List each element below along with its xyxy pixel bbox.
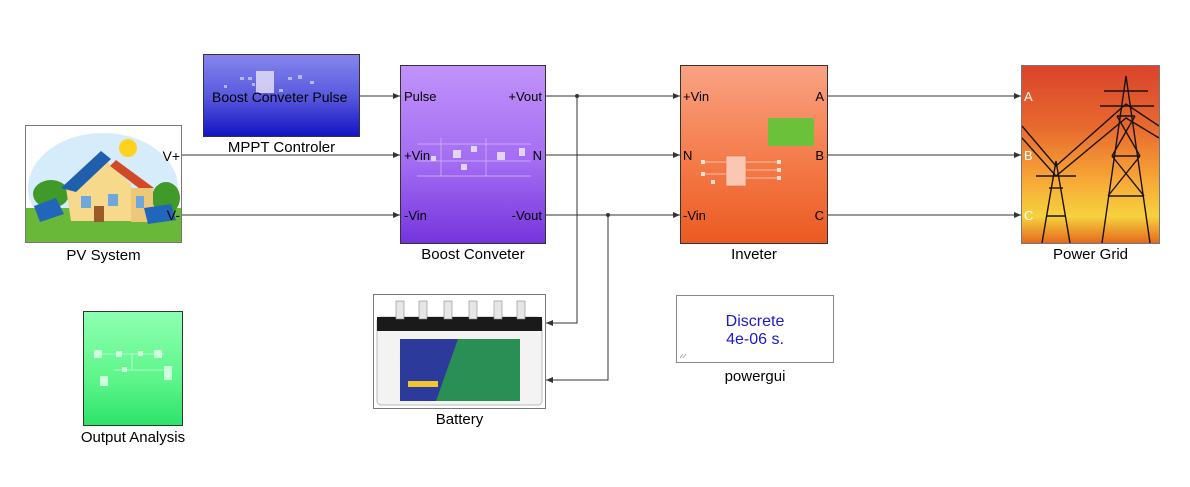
battery-icon: [376, 300, 543, 406]
pv-system-block[interactable]: V+ V-: [25, 125, 182, 243]
inverter-label: Inveter: [731, 246, 777, 263]
boost-port-pulse: Pulse: [404, 89, 437, 104]
mppt-inner-text: Boost Conveter Pulse: [212, 89, 348, 105]
pv-system-label: PV System: [66, 247, 141, 264]
boost-subsystem-preview: [417, 138, 531, 177]
boost-port-vout-pos: +Vout: [508, 89, 542, 104]
power-grid-icon: [1022, 75, 1159, 243]
battery-block[interactable]: [373, 294, 546, 409]
power-grid-block[interactable]: A B C: [1021, 65, 1160, 244]
mppt-subsystem-preview: [224, 71, 314, 93]
grid-port-c: C: [1024, 208, 1034, 223]
battery-label: Battery: [435, 411, 484, 428]
inverter-port-b: B: [815, 148, 824, 163]
inverter-port-c: C: [814, 208, 824, 223]
boost-port-vout-neg: -Vout: [511, 208, 542, 223]
powergui-block[interactable]: Discrete 4e-06 s.: [676, 295, 834, 363]
power-grid-label: Power Grid: [1052, 246, 1129, 263]
inverter-port-vin-pos: +Vin: [683, 89, 710, 104]
boost-port-vin-neg: -Vin: [404, 208, 427, 223]
boost-converter-label: Boost Conveter: [421, 246, 525, 263]
pv-port-vpos: V+: [162, 148, 180, 164]
grid-port-b: B: [1024, 148, 1033, 163]
boost-converter-block[interactable]: Pulse +Vin -Vin +Vout N -Vout: [400, 65, 546, 244]
inverter-block[interactable]: +Vin N -Vin A B C: [680, 65, 828, 244]
link-icon: [679, 353, 687, 359]
inverter-port-a: A: [815, 89, 824, 104]
mppt-controller-block[interactable]: Boost Conveter Pulse: [203, 54, 360, 137]
grid-port-a: A: [1024, 89, 1033, 104]
pv-port-vneg: V-: [166, 207, 180, 223]
inverter-port-n: N: [683, 148, 693, 163]
inverter-subsystem-preview: [701, 118, 814, 187]
inverter-port-vin-neg: -Vin: [683, 208, 706, 223]
output-analysis-block[interactable]: [83, 311, 183, 426]
powergui-line1: Discrete: [725, 313, 785, 330]
pv-house-icon: [26, 133, 181, 242]
output-subsystem-preview: [94, 350, 172, 386]
powergui-line2: 4e-06 s.: [726, 331, 784, 348]
boost-port-n: N: [532, 148, 542, 163]
mppt-controller-label: MPPT Controler: [227, 139, 336, 156]
output-analysis-label: Output Analysis: [80, 429, 186, 446]
boost-port-vin-pos: +Vin: [404, 148, 431, 163]
powergui-label: powergui: [724, 368, 786, 385]
